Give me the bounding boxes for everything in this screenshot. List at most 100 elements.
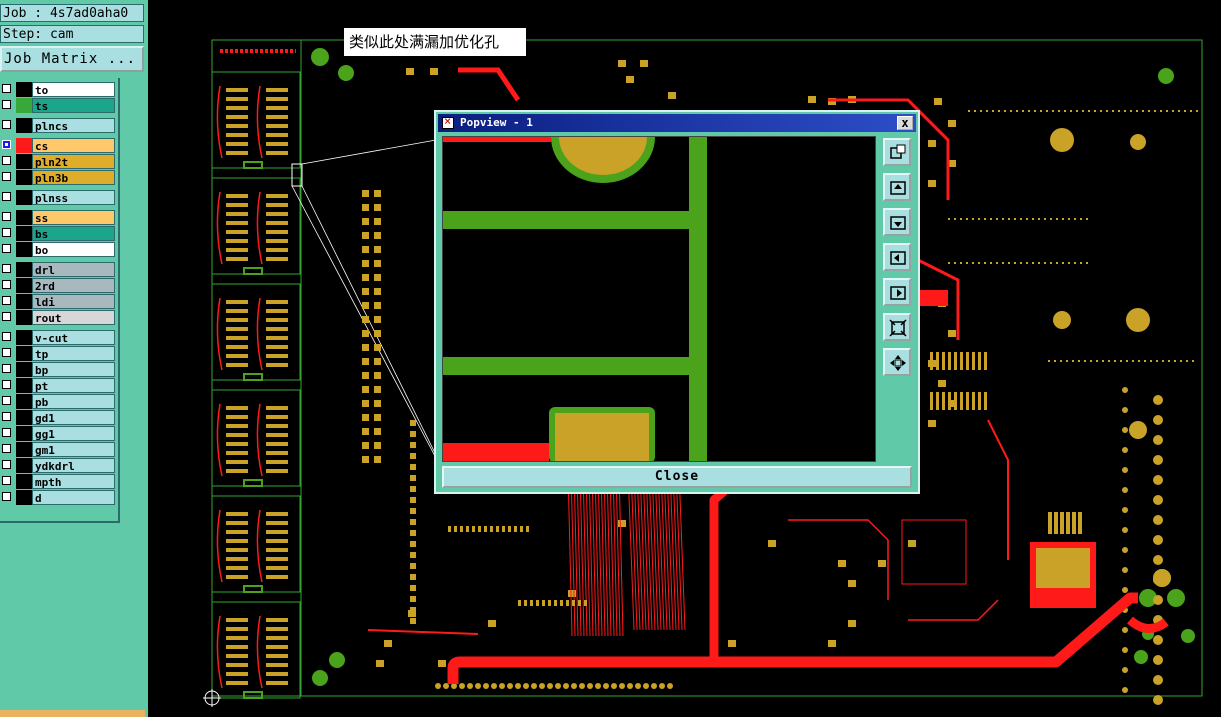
layer-name[interactable]: to [32, 82, 115, 97]
layer-checkbox[interactable] [2, 172, 11, 181]
layer-color-swatch[interactable] [16, 426, 32, 441]
layer-color-swatch[interactable] [16, 394, 32, 409]
layer-color-swatch[interactable] [16, 170, 32, 185]
layer-name[interactable]: cs [32, 138, 115, 153]
layer-name[interactable]: ss [32, 210, 115, 225]
layer-checkbox[interactable] [2, 120, 11, 129]
layer-row-ydkdrl[interactable]: ydkdrl [0, 458, 117, 473]
layer-checkbox[interactable] [2, 312, 11, 321]
layer-color-swatch[interactable] [16, 118, 32, 133]
layer-row-ldi[interactable]: ldi [0, 294, 117, 309]
layer-color-swatch[interactable] [16, 210, 32, 225]
layer-checkbox[interactable] [2, 492, 11, 501]
layer-color-swatch[interactable] [16, 410, 32, 425]
layer-row-bo[interactable]: bo [0, 242, 117, 257]
layer-name[interactable]: pln3b [32, 170, 115, 185]
layer-row-rout[interactable]: rout [0, 310, 117, 325]
layer-color-swatch[interactable] [16, 442, 32, 457]
popview-titlebar[interactable]: Popview - 1 x [438, 114, 916, 132]
layer-checkbox[interactable] [2, 140, 11, 149]
layer-checkbox[interactable] [2, 476, 11, 485]
layer-name[interactable]: plnss [32, 190, 115, 205]
layer-color-swatch[interactable] [16, 226, 32, 241]
layer-name[interactable]: d [32, 490, 115, 505]
zoom-fit-icon[interactable] [883, 313, 911, 341]
layer-name[interactable]: ydkdrl [32, 458, 115, 473]
layer-row-pb[interactable]: pb [0, 394, 117, 409]
layer-color-swatch[interactable] [16, 190, 32, 205]
layer-name[interactable]: plncs [32, 118, 115, 133]
layer-row-bp[interactable]: bp [0, 362, 117, 377]
zoom-window-icon[interactable] [883, 138, 911, 166]
layer-color-swatch[interactable] [16, 474, 32, 489]
layer-row-tp[interactable]: tp [0, 346, 117, 361]
layer-row-cs[interactable]: cs [0, 138, 117, 153]
layer-checkbox[interactable] [2, 348, 11, 357]
layer-color-swatch[interactable] [16, 294, 32, 309]
layer-color-swatch[interactable] [16, 278, 32, 293]
layer-row-ts[interactable]: ts [0, 98, 117, 113]
layer-checkbox[interactable] [2, 396, 11, 405]
layer-checkbox[interactable] [2, 212, 11, 221]
layer-checkbox[interactable] [2, 264, 11, 273]
layer-checkbox[interactable] [2, 156, 11, 165]
layer-checkbox[interactable] [2, 380, 11, 389]
layer-checkbox[interactable] [2, 444, 11, 453]
layer-color-swatch[interactable] [16, 490, 32, 505]
zoom-center-icon[interactable] [883, 348, 911, 376]
layer-checkbox[interactable] [2, 412, 11, 421]
pan-left-icon[interactable] [883, 243, 911, 271]
layer-name[interactable]: ldi [32, 294, 115, 309]
layer-row-bs[interactable]: bs [0, 226, 117, 241]
layer-checkbox[interactable] [2, 280, 11, 289]
layer-checkbox[interactable] [2, 460, 11, 469]
layer-row-v-cut[interactable]: v-cut [0, 330, 117, 345]
layer-checkbox[interactable] [2, 228, 11, 237]
layer-checkbox[interactable] [2, 100, 11, 109]
close-icon[interactable]: x [897, 116, 913, 130]
layer-row-gd1[interactable]: gd1 [0, 410, 117, 425]
layer-name[interactable]: tp [32, 346, 115, 361]
pan-right-icon[interactable] [883, 278, 911, 306]
layer-checkbox[interactable] [2, 192, 11, 201]
close-button[interactable]: Close [442, 466, 912, 488]
layer-row-plncs[interactable]: plncs [0, 118, 117, 133]
layer-row-gg1[interactable]: gg1 [0, 426, 117, 441]
pan-down-icon[interactable] [883, 208, 911, 236]
layer-color-swatch[interactable] [16, 154, 32, 169]
layer-row-drl[interactable]: drl [0, 262, 117, 277]
layer-color-swatch[interactable] [16, 138, 32, 153]
layer-row-pln2t[interactable]: pln2t [0, 154, 117, 169]
layer-name[interactable]: bo [32, 242, 115, 257]
layer-color-swatch[interactable] [16, 242, 32, 257]
pan-up-icon[interactable] [883, 173, 911, 201]
layer-name[interactable]: gm1 [32, 442, 115, 457]
layer-name[interactable]: 2rd [32, 278, 115, 293]
layer-checkbox[interactable] [2, 84, 11, 93]
layer-color-swatch[interactable] [16, 310, 32, 325]
job-matrix-button[interactable]: Job Matrix ... [0, 46, 144, 72]
layer-checkbox[interactable] [2, 244, 11, 253]
layer-name[interactable]: drl [32, 262, 115, 277]
layer-row-mpth[interactable]: mpth [0, 474, 117, 489]
layer-name[interactable]: gd1 [32, 410, 115, 425]
layer-name[interactable]: mpth [32, 474, 115, 489]
layer-name[interactable]: pln2t [32, 154, 115, 169]
layer-color-swatch[interactable] [16, 378, 32, 393]
layer-row-pln3b[interactable]: pln3b [0, 170, 117, 185]
layer-name[interactable]: bs [32, 226, 115, 241]
layer-color-swatch[interactable] [16, 458, 32, 473]
layer-name[interactable]: pb [32, 394, 115, 409]
popview-canvas[interactable] [442, 136, 876, 462]
layer-name[interactable]: ts [32, 98, 115, 113]
layer-color-swatch[interactable] [16, 98, 32, 113]
layer-color-swatch[interactable] [16, 262, 32, 277]
layer-name[interactable]: pt [32, 378, 115, 393]
layer-checkbox[interactable] [2, 364, 11, 373]
layer-row-plnss[interactable]: plnss [0, 190, 117, 205]
layer-name[interactable]: bp [32, 362, 115, 377]
layer-checkbox[interactable] [2, 332, 11, 341]
layer-checkbox[interactable] [2, 428, 11, 437]
layer-color-swatch[interactable] [16, 362, 32, 377]
layer-name[interactable]: rout [32, 310, 115, 325]
